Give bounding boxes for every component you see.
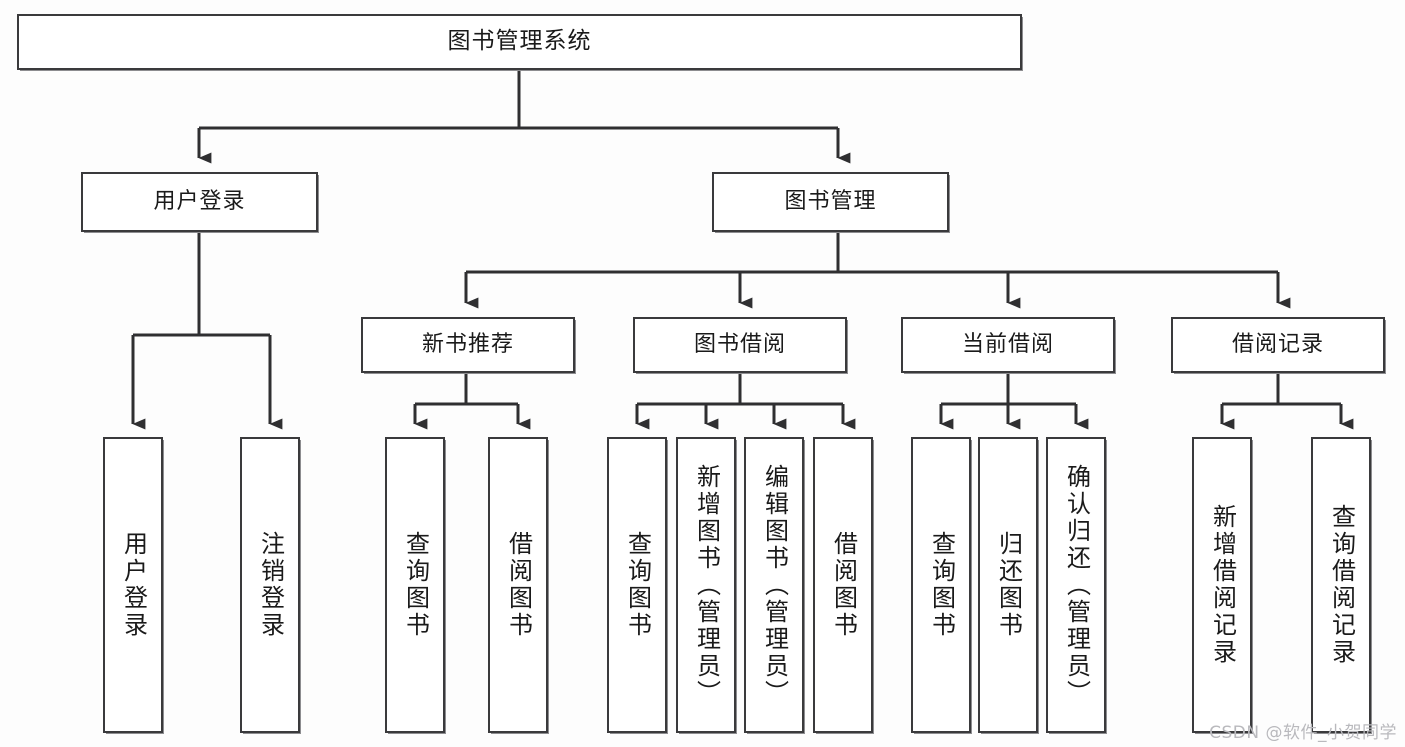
leaf-return-book-label: 归还图书 — [994, 531, 1023, 639]
leaf-edit-book[interactable]: 编辑图书（管理员） — [744, 437, 804, 733]
node-book-manage[interactable]: 图书管理 — [712, 172, 949, 232]
leaf-query-record[interactable]: 查询借阅记录 — [1311, 437, 1371, 733]
node-book-manage-label: 图书管理 — [784, 188, 877, 214]
node-root-label: 图书管理系统 — [447, 28, 592, 55]
leaf-query-book-2[interactable]: 查询图书 — [607, 437, 667, 733]
node-current-borrow-label: 当前借阅 — [961, 331, 1054, 357]
node-book-borrow[interactable]: 图书借阅 — [633, 317, 847, 373]
leaf-logout-label: 注销登录 — [256, 531, 285, 639]
leaf-borrow-book-1-label: 借阅图书 — [504, 531, 533, 639]
leaf-query-book-3-label: 查询图书 — [927, 531, 956, 639]
leaf-edit-book-label: 编辑图书（管理员） — [760, 463, 789, 707]
leaf-borrow-book-2[interactable]: 借阅图书 — [813, 437, 873, 733]
leaf-confirm-return[interactable]: 确认归还（管理员） — [1046, 437, 1106, 733]
leaf-user-login[interactable]: 用户登录 — [103, 437, 163, 733]
leaf-query-book-3[interactable]: 查询图书 — [911, 437, 971, 733]
node-borrow-record-label: 借阅记录 — [1231, 331, 1324, 357]
node-new-book-rec-label: 新书推荐 — [421, 331, 514, 357]
leaf-query-book-1-label: 查询图书 — [401, 531, 430, 639]
node-user-login-label: 用户登录 — [153, 188, 246, 214]
leaf-user-login-label: 用户登录 — [119, 531, 148, 639]
node-current-borrow[interactable]: 当前借阅 — [901, 317, 1115, 373]
leaf-return-book[interactable]: 归还图书 — [978, 437, 1038, 733]
node-book-borrow-label: 图书借阅 — [693, 331, 786, 357]
node-root[interactable]: 图书管理系统 — [17, 14, 1022, 70]
node-borrow-record[interactable]: 借阅记录 — [1171, 317, 1385, 373]
leaf-borrow-book-1[interactable]: 借阅图书 — [488, 437, 548, 733]
node-new-book-rec[interactable]: 新书推荐 — [361, 317, 575, 373]
leaf-query-book-2-label: 查询图书 — [623, 531, 652, 639]
node-user-login[interactable]: 用户登录 — [81, 172, 318, 232]
csdn-watermark: CSDN @软件_小贺同学 — [1209, 723, 1397, 743]
leaf-add-record[interactable]: 新增借阅记录 — [1192, 437, 1252, 733]
leaf-query-record-label: 查询借阅记录 — [1327, 504, 1356, 666]
leaf-add-book-label: 新增图书（管理员） — [692, 463, 721, 707]
leaf-query-book-1[interactable]: 查询图书 — [385, 437, 445, 733]
leaf-confirm-return-label: 确认归还（管理员） — [1062, 463, 1091, 707]
leaf-add-record-label: 新增借阅记录 — [1208, 504, 1237, 666]
leaf-add-book[interactable]: 新增图书（管理员） — [676, 437, 736, 733]
leaf-logout[interactable]: 注销登录 — [240, 437, 300, 733]
leaf-borrow-book-2-label: 借阅图书 — [829, 531, 858, 639]
